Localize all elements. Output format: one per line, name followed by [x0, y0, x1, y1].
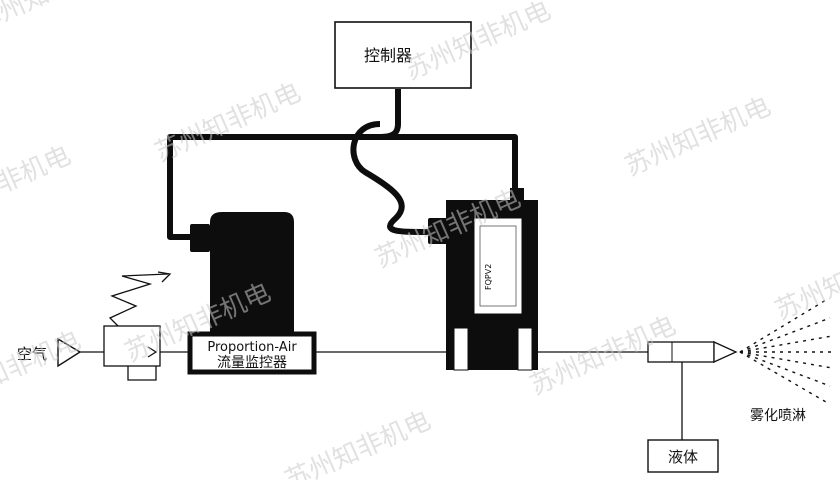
- watermark: 苏州知非机电: [771, 236, 840, 327]
- loop-cable: [350, 121, 429, 235]
- signal-cables: [167, 89, 518, 240]
- spray-label: 雾化喷淋: [750, 408, 806, 424]
- regulator-body: [103, 325, 161, 367]
- regulator-flow-arrow: [147, 346, 158, 358]
- flow-monitor-label-plate: [187, 331, 317, 375]
- liquid-label: 液体: [668, 448, 698, 466]
- valve-top-connector: [510, 188, 524, 202]
- valve-base-right: [517, 327, 533, 371]
- spray-nozzle: [647, 340, 738, 364]
- flow-monitor-label-cn: 流量监控器: [217, 355, 287, 371]
- watermark: 苏州知非机电: [0, 0, 125, 38]
- regulator-arrow: [157, 271, 172, 283]
- right-cable: [380, 134, 518, 190]
- air-inlet: 空气: [17, 337, 82, 368]
- watermark: 苏州知非机电: [0, 141, 75, 232]
- nozzle-tip: [713, 340, 738, 364]
- valve-side-connector: [428, 218, 448, 244]
- flow-monitor: Proportion-Air 流量监控器: [187, 212, 317, 375]
- controller-box: 控制器: [334, 21, 472, 89]
- proportional-valve: FQPV2: [428, 188, 538, 371]
- valve-display-inner: [479, 225, 517, 307]
- controller-cable: [379, 89, 401, 140]
- air-source-triangle: [57, 337, 82, 368]
- watermark: 苏州知非机电: [0, 326, 85, 417]
- left-cable: [167, 134, 380, 240]
- valve-model-label: FQPV2: [484, 264, 493, 290]
- valve-display: [473, 217, 523, 315]
- flow-monitor-label-en: Proportion-Air: [207, 340, 297, 355]
- pressure-regulator: [103, 271, 172, 381]
- watermark: 苏州知非机电: [281, 406, 436, 480]
- regulator-spring: [108, 273, 169, 327]
- watermark: 苏州知非机电: [151, 78, 306, 169]
- air-label: 空气: [17, 345, 47, 363]
- valve-base-left: [453, 327, 469, 371]
- spray-mist: [739, 299, 834, 403]
- flow-monitor-body: [210, 212, 294, 336]
- liquid-box: 液体: [647, 439, 719, 473]
- controller-label: 控制器: [364, 46, 412, 65]
- flow-monitor-connector: [190, 224, 210, 252]
- watermark: 苏州知非机电: [621, 92, 776, 183]
- regulator-feedback: [127, 366, 157, 381]
